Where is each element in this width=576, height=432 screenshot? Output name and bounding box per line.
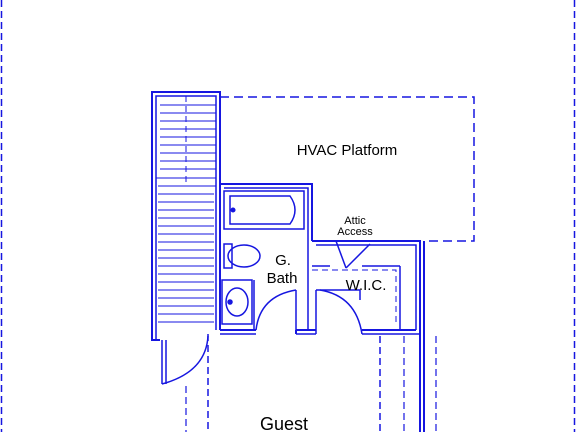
bathtub-icon bbox=[223, 190, 305, 230]
attic-access-label-line2: Access bbox=[337, 226, 373, 238]
staircase-icon bbox=[156, 96, 216, 323]
wic-shelf-dash bbox=[312, 269, 397, 326]
door-swing-icon bbox=[161, 335, 209, 385]
guest-label: Guest bbox=[260, 414, 308, 432]
hvac-platform-outline bbox=[220, 96, 475, 242]
guest-walls bbox=[185, 334, 437, 432]
bath-label-line2: Bath bbox=[267, 270, 298, 287]
bath-walls bbox=[220, 183, 316, 335]
bath-door-arc bbox=[255, 289, 297, 331]
wic-door-arc bbox=[319, 289, 363, 335]
attic-access-label-line1: Attic bbox=[344, 215, 366, 227]
wic-walls bbox=[312, 240, 425, 432]
toilet-icon bbox=[223, 243, 261, 269]
sink-icon bbox=[221, 279, 253, 325]
hvac-platform-label: HVAC Platform bbox=[297, 142, 398, 159]
attic-access-hatch bbox=[335, 240, 371, 269]
wic-label: W.I.C. bbox=[346, 277, 387, 294]
bath-label-line1: G. bbox=[275, 252, 291, 269]
